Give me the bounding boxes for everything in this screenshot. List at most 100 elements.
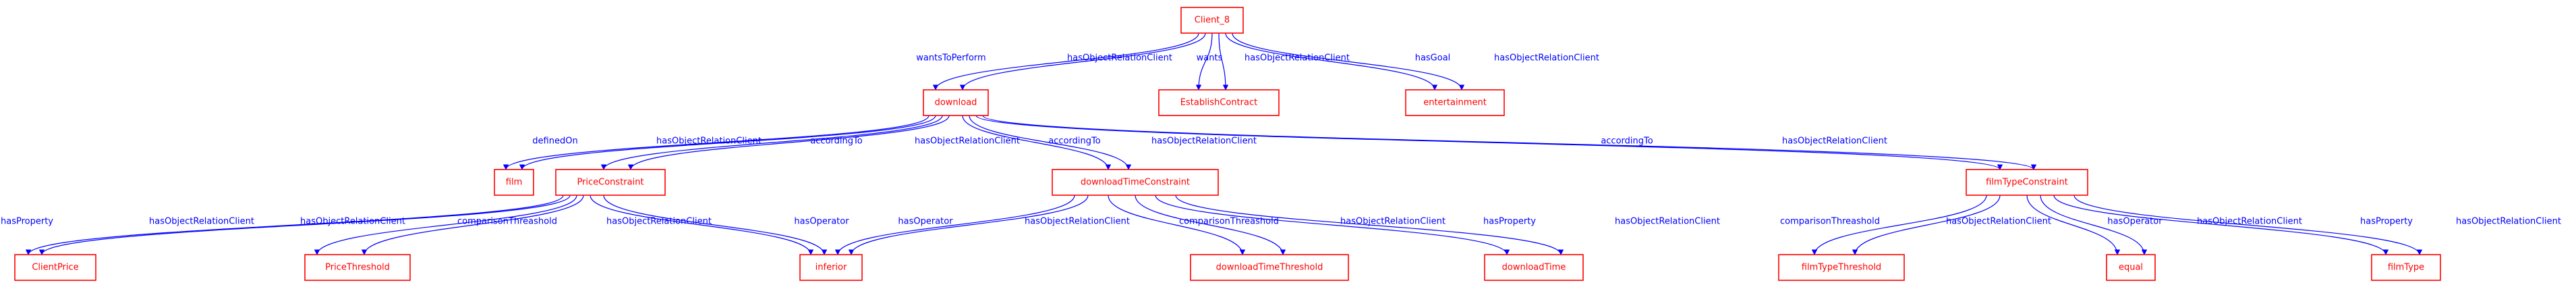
edge-line: [1218, 32, 1229, 91]
edge-line: [1175, 195, 1564, 255]
node-box: [1190, 254, 1349, 281]
node-filmtype: filmType: [2371, 254, 2441, 281]
edge-dltc-dlt: hasProperty: [1155, 195, 1536, 255]
edge-line: [1108, 195, 1246, 255]
node-label: ClientPrice: [32, 263, 78, 273]
edge-price-pricethr: comparisonThreashold: [361, 195, 584, 255]
edge-client-download: wantsToPerform: [916, 32, 1199, 91]
node-label: Client_8: [1195, 16, 1230, 26]
edge-line: [2040, 195, 2148, 255]
edge-dltc-dlt: hasObjectRelationClient: [1175, 195, 1720, 255]
node-equal: equal: [2106, 254, 2156, 281]
node-client: Client_8: [1180, 7, 1244, 34]
edge-download-ftc: hasObjectRelationClient: [982, 115, 2036, 170]
edge-line: [848, 195, 1089, 255]
edge-label: hasObjectRelationClient: [1025, 217, 1130, 227]
node-label: PriceConstraint: [577, 178, 643, 188]
node-box: [1052, 169, 1219, 196]
edge-label: definedOn: [532, 136, 577, 147]
edge-download-dltc: accordingTo: [962, 115, 1112, 170]
node-box: [1405, 89, 1505, 116]
edge-line: [519, 115, 936, 170]
edge-line: [1232, 32, 1465, 91]
edge-label: hasProperty: [1483, 217, 1536, 227]
edge-line: [982, 115, 2036, 170]
node-box: [2371, 254, 2441, 281]
node-box: [1180, 7, 1244, 34]
edge-line: [959, 32, 1206, 91]
node-pricethr: PriceThreshold: [304, 254, 411, 281]
edge-line: [25, 195, 564, 255]
edge-line: [314, 195, 577, 255]
node-box: [2106, 254, 2156, 281]
edge-client-download: hasObjectRelationClient: [959, 32, 1206, 91]
edge-download-price: hasObjectRelationClient: [627, 115, 1020, 170]
node-label: downloadTime: [1502, 263, 1566, 273]
edge-line: [1811, 195, 1987, 255]
edge-ftc-equal: hasOperator: [2026, 195, 2163, 255]
edge-client-establish: wants: [1195, 32, 1223, 91]
node-label: PriceThreshold: [325, 263, 390, 273]
edge-line: [1225, 32, 1438, 91]
edge-price-clientprice: hasProperty: [1, 195, 564, 255]
edge-label: hasObjectRelationClient: [149, 217, 254, 227]
node-box: [799, 254, 863, 281]
edge-label: hasOperator: [794, 217, 849, 227]
edge-line: [2053, 195, 2389, 255]
node-clientprice: ClientPrice: [14, 254, 96, 281]
edge-download-film: hasObjectRelationClient: [519, 115, 936, 170]
node-label: filmTypeConstraint: [1986, 178, 2068, 188]
edge-line: [834, 195, 1075, 255]
node-box: [1158, 89, 1280, 116]
edge-label: hasOperator: [2107, 217, 2163, 227]
node-label: entertainment: [1423, 98, 1487, 108]
edge-label: hasObjectRelationClient: [1946, 217, 2051, 227]
node-dltthr: downloadTimeThreshold: [1190, 254, 1349, 281]
edge-ftc-ftthr: hasObjectRelationClient: [1852, 195, 2051, 255]
node-label: EstablishContract: [1180, 98, 1257, 108]
node-dlt: downloadTime: [1484, 254, 1584, 281]
edge-label: accordingTo: [810, 136, 862, 147]
node-entertainment: entertainment: [1405, 89, 1505, 116]
edge-ftc-equal: hasObjectRelationClient: [2040, 195, 2302, 255]
node-label: filmType: [2388, 263, 2424, 273]
edge-dltc-dltthr: hasObjectRelationClient: [1135, 195, 1446, 255]
edge-label: accordingTo: [1601, 136, 1653, 147]
node-download: download: [923, 89, 989, 116]
edge-line: [627, 115, 950, 170]
node-ftthr: filmTypeThreshold: [1778, 254, 1905, 281]
edge-label: hasProperty: [2360, 217, 2413, 227]
edge-label: comparisonThreashold: [457, 217, 557, 227]
node-label: downloadTimeConstraint: [1081, 178, 1190, 188]
edge-line: [1155, 195, 1510, 255]
edge-label: hasObjectRelationClient: [300, 217, 405, 227]
edge-ftc-filmtype: hasObjectRelationClient: [2073, 195, 2561, 255]
edge-download-price: accordingTo: [600, 115, 943, 170]
edge-dltc-inferior: hasOperator: [834, 195, 1075, 255]
edge-line: [1135, 195, 1286, 255]
edge-line: [590, 195, 814, 255]
edge-price-inferior: hasOperator: [603, 195, 849, 255]
edge-line: [2026, 195, 2121, 255]
edge-download-dltc: hasObjectRelationClient: [969, 115, 1257, 170]
edge-download-ftc: accordingTo: [975, 115, 2003, 170]
edge-label: hasObjectRelationClient: [2456, 217, 2561, 227]
node-box: [555, 169, 666, 196]
node-film: film: [494, 169, 534, 196]
edge-download-film: definedOn: [503, 115, 929, 170]
edge-label: hasObjectRelationClient: [1615, 217, 1720, 227]
edge-label: hasGoal: [1415, 53, 1451, 63]
node-box: [1966, 169, 2088, 196]
node-box: [494, 169, 534, 196]
node-label: filmTypeThreshold: [1802, 263, 1881, 273]
node-ftc: filmTypeConstraint: [1966, 169, 2088, 196]
edge-label: wantsToPerform: [916, 53, 985, 63]
node-dltc: downloadTimeConstraint: [1052, 169, 1219, 196]
edge-client-entertainment: hasGoal: [1225, 32, 1451, 91]
edge-label: hasObjectRelationClient: [915, 136, 1020, 147]
edge-line: [503, 115, 929, 170]
edge-client-entertainment: hasObjectRelationClient: [1232, 32, 1599, 91]
edge-line: [600, 115, 943, 170]
edge-label: accordingTo: [1048, 136, 1100, 147]
